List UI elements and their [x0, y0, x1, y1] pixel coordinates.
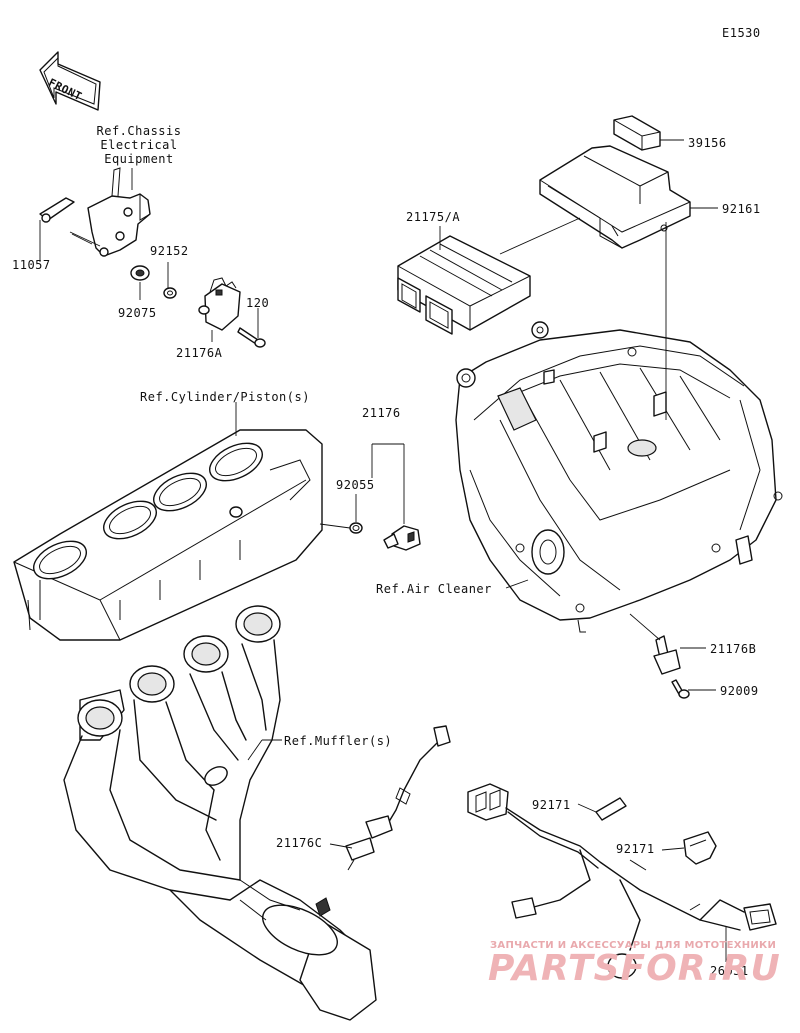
sensor-21176A [198, 277, 241, 331]
grommet-92075 [130, 265, 150, 281]
leader-lines [39, 139, 727, 962]
label-21176: 21176 [362, 406, 401, 420]
label-92009: 92009 [720, 684, 759, 698]
label-92171-a: 92171 [532, 798, 571, 812]
ecu-holder-92161 [539, 145, 691, 249]
clamp-92171-b [683, 831, 717, 865]
label-ref-cylinder: Ref.Cylinder/Piston(s) [140, 390, 310, 404]
wiring-harness-26031 [467, 783, 777, 979]
label-39156: 39156 [688, 136, 727, 150]
diagram-code: E1530 [722, 26, 761, 40]
label-26031: 26031 [710, 964, 749, 978]
cylinder-block [13, 429, 323, 641]
exhaust-headers [63, 605, 377, 1021]
clamp-92171-a [595, 797, 627, 821]
screw-92009 [671, 679, 690, 699]
label-ref-air-cleaner: Ref.Air Cleaner [376, 582, 492, 596]
watermark-tagline: ЗАПЧАСТИ И АКСЕССУАРЫ ДЛЯ МОТОТЕХНИКИ [490, 940, 777, 951]
ecu-rubber-39156 [613, 115, 661, 151]
label-92055: 92055 [336, 478, 375, 492]
oring-92055 [349, 522, 363, 534]
sensor-21176B [653, 635, 681, 675]
o2-sensor-21176C [345, 725, 451, 871]
watermark-logo: PARTSFOR.RU [488, 948, 781, 989]
label-92075: 92075 [118, 306, 157, 320]
label-21176B: 21176B [710, 642, 757, 656]
label-21175A: 21175/A [406, 210, 461, 224]
ecu-21175A [397, 235, 531, 335]
bolt-120 [237, 327, 266, 348]
label-92171-b: 92171 [616, 842, 655, 856]
sensor-21176 [383, 525, 421, 551]
label-21176C: 21176C [276, 836, 323, 850]
front-arrow-icon [39, 51, 101, 111]
collar-92152 [163, 287, 177, 299]
label-11057: 11057 [12, 258, 51, 272]
label-ref-muffler: Ref.Muffler(s) [284, 734, 393, 748]
bracket-assembly [39, 167, 151, 257]
air-cleaner-box [455, 321, 783, 633]
label-120: 120 [246, 296, 270, 310]
label-92161: 92161 [722, 202, 761, 216]
label-21176A: 21176A [176, 346, 223, 360]
label-92152: 92152 [150, 244, 189, 258]
label-ref-chassis: Ref.Chassis Electrical Equipment [96, 124, 182, 166]
